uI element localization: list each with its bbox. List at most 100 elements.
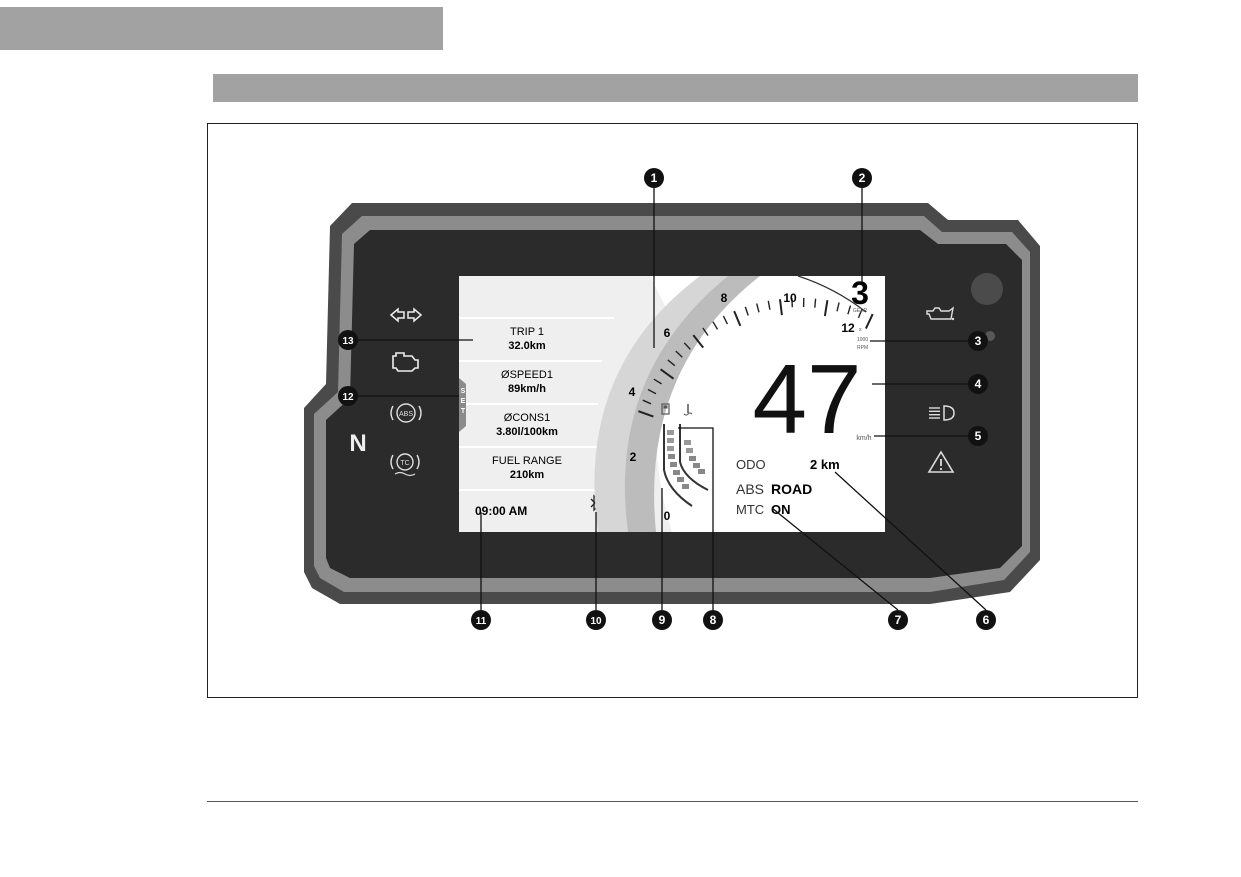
rpm-tick-mark [744,306,749,316]
rpm-tick-mark [779,299,783,316]
svg-text:11: 11 [476,616,487,627]
info-item-value: 3.80l/100km [496,426,558,438]
mtc-label: MTC [736,502,764,517]
rpm-tick-mark [836,302,840,312]
set-letter: S [461,388,466,395]
rpm-tick-mark [864,313,874,330]
info-item-title[interactable]: FUEL RANGE [492,455,562,467]
rpm-tick-mark [702,327,709,336]
abs-lamp-text: ABS [399,411,413,418]
svg-text:10: 10 [590,616,602,627]
callout-marker: 6 [976,610,996,630]
rpm-tick-mark [675,350,683,358]
info-item-title[interactable]: ØCONS1 [504,412,550,424]
rpm-tick-mark [660,368,675,380]
svg-text:4: 4 [975,377,982,391]
rpm-unit: RPM [857,345,868,351]
rpm-tick-mark [667,359,676,367]
traction-control-icon: TC [390,453,420,477]
callout-marker: 10 [586,610,606,630]
callout-marker: 2 [852,168,872,188]
fuel-gauge [661,403,693,507]
callout-marker: 9 [652,610,672,630]
odo-label: ODO [736,457,766,472]
rpm-tick-label: 4 [629,385,636,399]
svg-text:1: 1 [651,171,658,185]
rpm-tick-mark [642,399,652,405]
clock: 09:00 AM [475,504,527,518]
svg-text:8: 8 [710,613,717,627]
info-item-title[interactable]: ØSPEED1 [501,369,553,381]
temperature-gauge [679,404,709,491]
callout-leaders [358,188,987,611]
set-letter: T [461,408,466,415]
mtc-value: ON [771,502,791,517]
rpm-unit: x [859,327,862,333]
rpm-tick-label: 2 [630,450,637,464]
oil-pressure-icon [926,306,955,321]
footer-rule [207,801,1138,802]
rpm-tick-mark [823,300,829,317]
speed-display: 47 km/h [752,344,871,454]
callout-marker: 3 [968,331,988,351]
rpm-tick-mark [712,321,719,330]
callout-marker: 7 [888,610,908,630]
callout-marker: 1 [644,168,664,188]
rpm-tick-mark [847,305,852,315]
header-bar-chapter [0,7,443,50]
figure-frame [207,123,1138,698]
abs-mode-label: ABS [736,481,764,497]
svg-text:12: 12 [342,392,354,403]
callout-marker: 8 [703,610,723,630]
callout-marker: 5 [968,426,988,446]
coolant-temperature-icon [683,404,693,416]
svg-text:5: 5 [975,429,982,443]
svg-text:2: 2 [859,171,866,185]
rpm-tick-mark [767,300,771,310]
rpm-tick-marks [638,297,874,418]
callout-marker: 4 [968,374,988,394]
rpm-tick-mark [647,388,657,395]
readouts: ODO 2 km ABS ROAD MTC ON [736,457,840,517]
speed-unit: km/h [856,435,871,442]
tc-lamp-text: TC [400,460,409,467]
callout-marker: 12 [338,386,358,406]
rpm-tick-label: 0 [664,509,671,523]
svg-text:9: 9 [659,613,666,627]
rpm-tick-mark [733,310,742,327]
rpm-tick-label: 8 [721,291,728,305]
gear-label: GEAR [853,308,868,314]
tachometer: 0 2 4 6 8 10 12 x 1000 RPM [594,275,874,532]
gear-value: 3 [851,275,869,311]
set-tab[interactable]: S E T [459,378,466,432]
rpm-tick-mark [692,334,704,349]
odo-value: 2 km [810,457,840,472]
callout-marker: 11 [471,610,491,630]
rpm-tick-label: 12 [841,321,855,335]
neutral-indicator: N [349,430,366,457]
rpm-tick-mark [814,298,817,308]
svg-text:6: 6 [983,613,990,627]
speed-value: 47 [752,344,861,454]
gear-indicator: 3 GEAR [851,275,869,314]
rpm-unit: 1000 [857,337,868,343]
svg-text:3: 3 [975,334,982,348]
rpm-tick-mark [653,378,662,385]
header-bar-section [213,74,1138,102]
abs-mode-value: ROAD [771,481,812,497]
info-item-value: 210km [510,469,544,481]
info-list: TRIP 1 32.0km ØSPEED1 89km/h ØCONS1 3.80… [459,317,614,518]
rpm-tick-mark [756,303,760,313]
right-indicators [926,306,955,473]
engine-check-icon [392,352,419,372]
callout-marker: 13 [338,330,358,350]
rpm-tick-mark [683,342,691,350]
abs-warning-icon: ABS [390,403,422,423]
turn-signal-icon [389,307,423,323]
set-letter: E [461,398,466,405]
fuel-icon [661,403,670,415]
svg-text:13: 13 [342,336,354,347]
info-item-title[interactable]: TRIP 1 [510,326,544,338]
info-item-value: 89km/h [508,383,546,395]
